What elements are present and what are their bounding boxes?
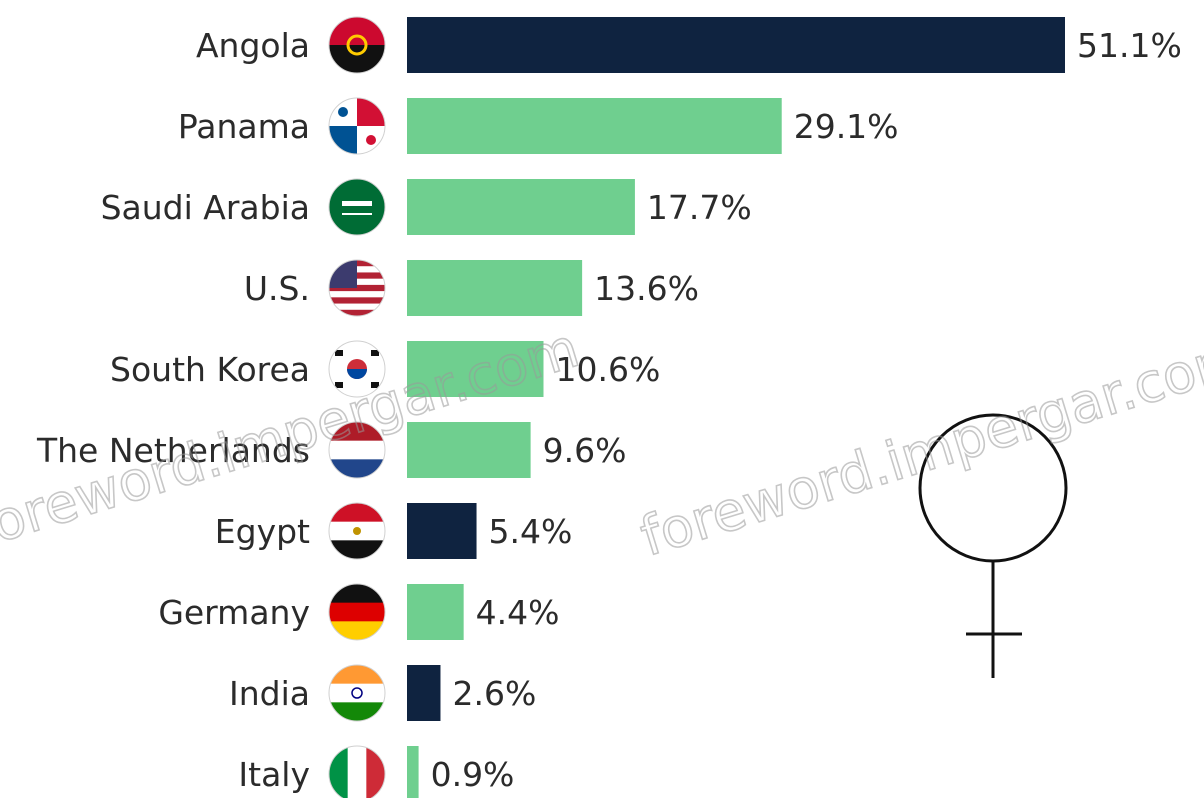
bar bbox=[407, 746, 419, 798]
bar bbox=[407, 341, 544, 397]
bar-row: Egypt 5.4% bbox=[215, 502, 573, 560]
category-label: Saudi Arabia bbox=[101, 188, 310, 227]
value-label: 17.7% bbox=[647, 188, 752, 227]
venus-symbol-icon bbox=[918, 413, 1068, 678]
value-label: 4.4% bbox=[476, 593, 560, 632]
india-flag-icon bbox=[328, 664, 386, 722]
watermark-text: foreword.impergar.com bbox=[633, 324, 1204, 568]
category-label: India bbox=[229, 674, 310, 713]
bar bbox=[407, 179, 635, 235]
bar-row: Angola 51.1% bbox=[196, 16, 1182, 74]
value-label: 10.6% bbox=[555, 350, 660, 389]
category-label: Angola bbox=[196, 26, 310, 65]
value-label: 5.4% bbox=[489, 512, 573, 551]
bar-row: The Netherlands 9.6% bbox=[36, 421, 627, 479]
germany-flag-icon bbox=[328, 583, 386, 641]
angola-flag-icon bbox=[328, 16, 386, 74]
category-label: South Korea bbox=[110, 350, 310, 389]
south-korea-flag-icon bbox=[328, 340, 386, 398]
egypt-flag-icon bbox=[328, 502, 386, 560]
panama-flag-icon bbox=[328, 97, 386, 155]
bar bbox=[407, 665, 441, 721]
bar-row: South Korea 10.6% bbox=[110, 340, 660, 398]
category-label: Panama bbox=[178, 107, 310, 146]
bar-row: U.S. 13.6% bbox=[244, 259, 699, 317]
bar bbox=[407, 422, 531, 478]
bar-row: Germany 4.4% bbox=[158, 583, 560, 641]
value-label: 29.1% bbox=[794, 107, 899, 146]
bar-row: Panama 29.1% bbox=[178, 97, 899, 155]
category-label: Italy bbox=[238, 755, 310, 794]
bar bbox=[407, 503, 477, 559]
value-label: 9.6% bbox=[543, 431, 627, 470]
category-label: Egypt bbox=[215, 512, 310, 551]
bar bbox=[407, 260, 583, 316]
category-label: Germany bbox=[158, 593, 310, 632]
bar-row: Italy 0.9% bbox=[238, 745, 515, 798]
value-label: 13.6% bbox=[594, 269, 699, 308]
bar-row: Saudi Arabia 17.7% bbox=[101, 178, 752, 236]
us-flag-icon bbox=[328, 259, 386, 317]
bar-row: India 2.6% bbox=[229, 664, 536, 722]
italy-flag-icon bbox=[328, 745, 386, 798]
value-label: 0.9% bbox=[431, 755, 515, 794]
category-label: U.S. bbox=[244, 269, 310, 308]
saudi-arabia-flag-icon bbox=[328, 178, 386, 236]
value-label: 2.6% bbox=[452, 674, 536, 713]
bar bbox=[407, 17, 1065, 73]
bar bbox=[407, 584, 464, 640]
value-label: 51.1% bbox=[1077, 26, 1182, 65]
category-label: The Netherlands bbox=[36, 431, 310, 470]
netherlands-flag-icon bbox=[328, 421, 386, 479]
bar bbox=[407, 98, 782, 154]
chart-rows: Angola 51.1% Panama 29.1% Saudi Arabia 17.7% U… bbox=[36, 16, 1182, 798]
